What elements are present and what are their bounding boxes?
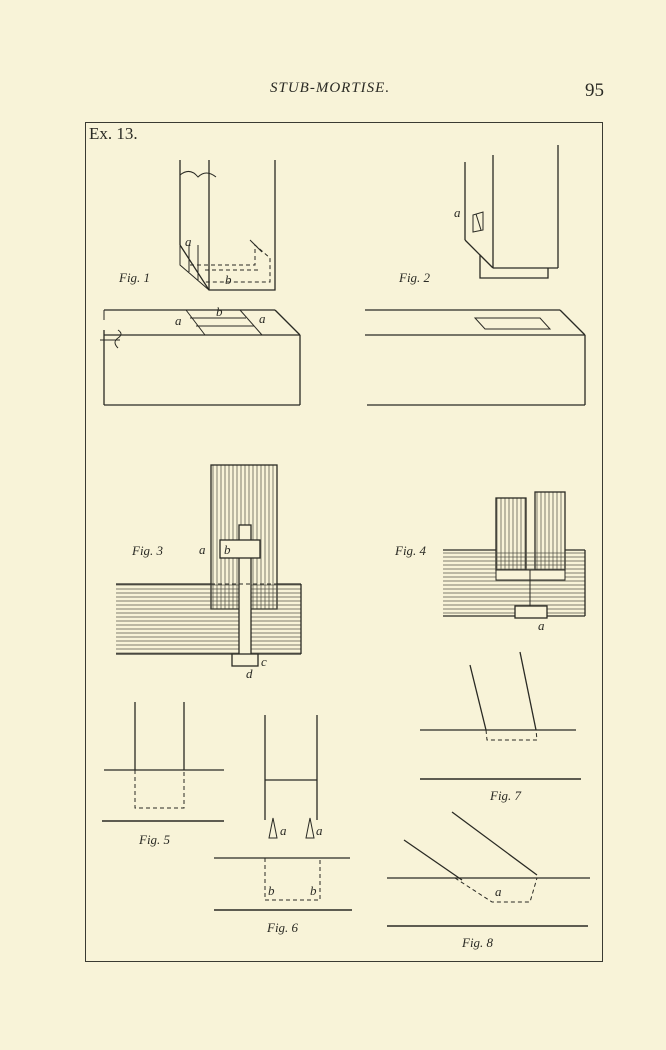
running-head: STUB-MORTISE. 95 xyxy=(0,0,666,110)
fig1-block-drawing xyxy=(100,309,301,406)
fig3-label-b: b xyxy=(224,542,231,557)
fig2-label-a: a xyxy=(454,205,461,220)
fig1-block-label-a: a xyxy=(175,313,182,328)
fig5-drawing xyxy=(102,702,224,822)
fig5-caption: Fig. 5 xyxy=(139,832,171,847)
fig4-drawing xyxy=(443,491,586,619)
fig6-label-b2: b xyxy=(310,883,317,898)
fig4-caption: Fig. 4 xyxy=(395,543,427,558)
fig1-drawing xyxy=(179,160,276,291)
fig1-caption: Fig. 1 xyxy=(119,270,151,285)
fig6-caption: Fig. 6 xyxy=(267,920,299,935)
fig1-label-a: a xyxy=(185,234,192,249)
fig6-drawing xyxy=(214,715,352,911)
fig6-label-a: a xyxy=(280,823,287,838)
fig3-drawing xyxy=(116,464,302,667)
fig4-label-a: a xyxy=(538,618,545,633)
fig2-block-drawing xyxy=(365,309,586,406)
fig6-label-b: b xyxy=(268,883,275,898)
fig7-drawing xyxy=(420,651,581,780)
fig1-label-b: b xyxy=(225,272,232,287)
plate-frame xyxy=(85,122,603,962)
fig8-caption: Fig. 8 xyxy=(462,935,494,950)
fig8-label-a: a xyxy=(495,884,502,899)
fig2-caption: Fig. 2 xyxy=(399,270,431,285)
fig1-block-label-a2: a xyxy=(259,311,266,326)
fig2-drawing xyxy=(464,145,559,279)
fig3-caption: Fig. 3 xyxy=(132,543,164,558)
fig1-block-label-b: b xyxy=(216,304,223,319)
fig8-drawing xyxy=(387,811,590,927)
fig3-label-c: c xyxy=(261,654,267,669)
fig3-label-d: d xyxy=(246,666,253,681)
fig7-caption: Fig. 7 xyxy=(490,788,522,803)
running-title: STUB-MORTISE. xyxy=(270,80,391,96)
fig6-label-a2: a xyxy=(316,823,323,838)
page-number: 95 xyxy=(585,80,604,101)
fig3-label-a: a xyxy=(199,542,206,557)
plate-label: Ex. 13. xyxy=(89,124,138,143)
